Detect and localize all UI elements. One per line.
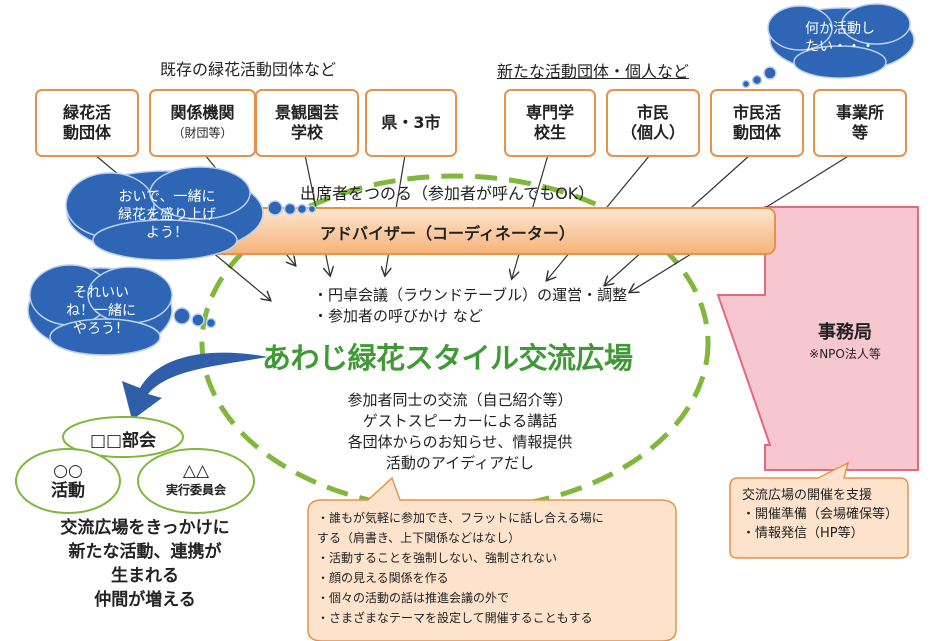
activity-item: 各団体からのお知らせ、情報提供	[347, 433, 573, 451]
katsudo-oval	[15, 448, 121, 514]
box-ryokka-dantai: 緑花活 動団体	[35, 89, 139, 157]
cloud-left-upper-text: おいで、一緒に 緑花を盛り上げ よう！	[82, 188, 252, 242]
outcome-line: 交流広場をきっかけに	[60, 518, 230, 538]
cloud-line: 何か活動し	[805, 21, 875, 37]
principle-item: ・活動することを強制しない、強制されない	[317, 551, 558, 565]
support-callout	[729, 461, 909, 559]
box-line: 県・3市	[381, 113, 441, 132]
support-text: 交流広場の開催を支援 ・開催準備（会場確保等） ・情報発信（HP等）	[742, 486, 898, 543]
activity-item: ゲストスピーカーによる講話	[362, 412, 558, 430]
cloud-line: やろう！	[73, 321, 129, 337]
katsudo-top: ○○	[53, 461, 83, 481]
box-line: 専門学	[525, 103, 574, 122]
iinkai-label: △△ 実行委員会	[138, 461, 254, 499]
box-shimin: 市民 （個人）	[606, 89, 700, 157]
adviser-label: アドバイザー（コーディネーター）	[320, 224, 575, 243]
principles-text: ・誰もが気軽に参加でき、フラットに話し合える場に する（肩書き、上下関係などはな…	[317, 508, 604, 628]
cloud-top-right	[741, 3, 915, 89]
main-title: あわじ緑花スタイル交流広場	[262, 341, 633, 375]
task-list: ・円卓会議（ラウンドテーブル）の運営・調整 ・参加者の呼びかけ など	[313, 285, 627, 327]
cloud-left-upper	[65, 166, 317, 261]
box-line: （個人）	[620, 123, 685, 142]
box-jigyosho: 事業所 等	[813, 89, 907, 157]
iinkai-bottom: 実行委員会	[165, 483, 226, 497]
cloud-line: おいで、一緒に	[118, 189, 216, 205]
box-line: 校生	[533, 123, 566, 142]
box-line: 景観園芸	[274, 103, 339, 122]
hiroba-ellipse	[199, 173, 711, 513]
katsudo-label: ○○ 活動	[16, 461, 120, 501]
cloud-line: たい・・・	[805, 39, 875, 55]
heading-existing: 既存の緑花活動団体など	[160, 60, 337, 79]
curved-arrow	[122, 352, 268, 420]
box-senmon-gakkousei: 専門学 校生	[504, 89, 596, 157]
iinkai-oval	[137, 448, 255, 514]
box-line: 等	[851, 123, 868, 142]
box-line: 学校	[290, 123, 323, 142]
box-ken-3shi: 県・3市	[365, 89, 457, 157]
activity-item: 活動のアイディアだし	[385, 454, 535, 472]
katsudo-bottom: 活動	[51, 481, 85, 501]
task-item: ・参加者の呼びかけ など	[313, 307, 483, 325]
cloud-left-lower	[27, 264, 217, 356]
box-line: 市民	[636, 103, 669, 122]
box-shimin-katsudo: 市民活 動団体	[710, 89, 804, 157]
jimukyoku-title: 事務局	[818, 322, 872, 343]
task-item: ・円卓会議（ラウンドテーブル）の運営・調整	[313, 286, 628, 304]
outcome-line: 新たな活動、連携が	[68, 542, 222, 562]
principle-item: ・個々の活動の話は推進会議の外で	[317, 591, 510, 605]
support-title: 交流広場の開催を支援	[742, 488, 873, 503]
bukai-label: □□部会	[89, 431, 157, 451]
cloud-left-lower-text: それいい ね！一緒に やろう！	[46, 284, 156, 338]
cloud-line: よう！	[146, 225, 188, 241]
jimukyoku-sub: ※NPO法人等	[809, 347, 881, 361]
principle-item: ・さまざまなテーマを設定して開催することもする	[317, 611, 593, 625]
cloud-line: ね！一緒に	[66, 303, 136, 319]
principle-item: ・誰もが気軽に参加でき、フラットに話し合える場に	[317, 511, 604, 525]
activity-list: 参加者同士の交流（自己紹介等） ゲストスピーカーによる講話 各団体からのお知らせ…	[315, 390, 605, 474]
bukai-oval	[62, 416, 184, 458]
cloud-line: 緑花を盛り上げ	[118, 207, 216, 223]
principle-item: する（肩書き、上下関係などはなし）	[317, 531, 521, 545]
heading-new: 新たな活動団体・個人など	[497, 62, 690, 81]
box-line: 緑花活	[62, 103, 111, 122]
principle-item: ・顔の見える関係を作る	[317, 571, 449, 585]
support-item: ・開催準備（会場確保等）	[742, 507, 899, 522]
box-line: 事業所	[835, 103, 884, 122]
box-line: 動団体	[62, 123, 111, 142]
cloud-top-right-text: 何か活動し たい・・・	[780, 20, 900, 56]
support-item: ・情報発信（HP等）	[742, 526, 864, 541]
activity-item: 参加者同士の交流（自己紹介等）	[347, 391, 573, 409]
box-line: （財団等）	[172, 126, 233, 140]
iinkai-top: △△	[182, 461, 210, 481]
box-line: 市民活	[732, 103, 781, 122]
outcome-text: 交流広場をきっかけに 新たな活動、連携が 生まれる 仲間が増える	[30, 516, 260, 612]
box-kankei-kikan: 関係機関 （財団等）	[149, 89, 256, 157]
box-line: 関係機関	[170, 103, 235, 122]
box-line: 動団体	[732, 123, 781, 142]
outcome-line: 生まれる	[111, 566, 179, 586]
outcome-line: 仲間が増える	[94, 590, 196, 610]
box-keikan-engei: 景観園芸 学校	[255, 89, 359, 157]
cloud-line: それいい	[73, 285, 129, 301]
heading-recruit: 出席者をつのる（参加者が呼んでもOK）	[300, 184, 595, 203]
